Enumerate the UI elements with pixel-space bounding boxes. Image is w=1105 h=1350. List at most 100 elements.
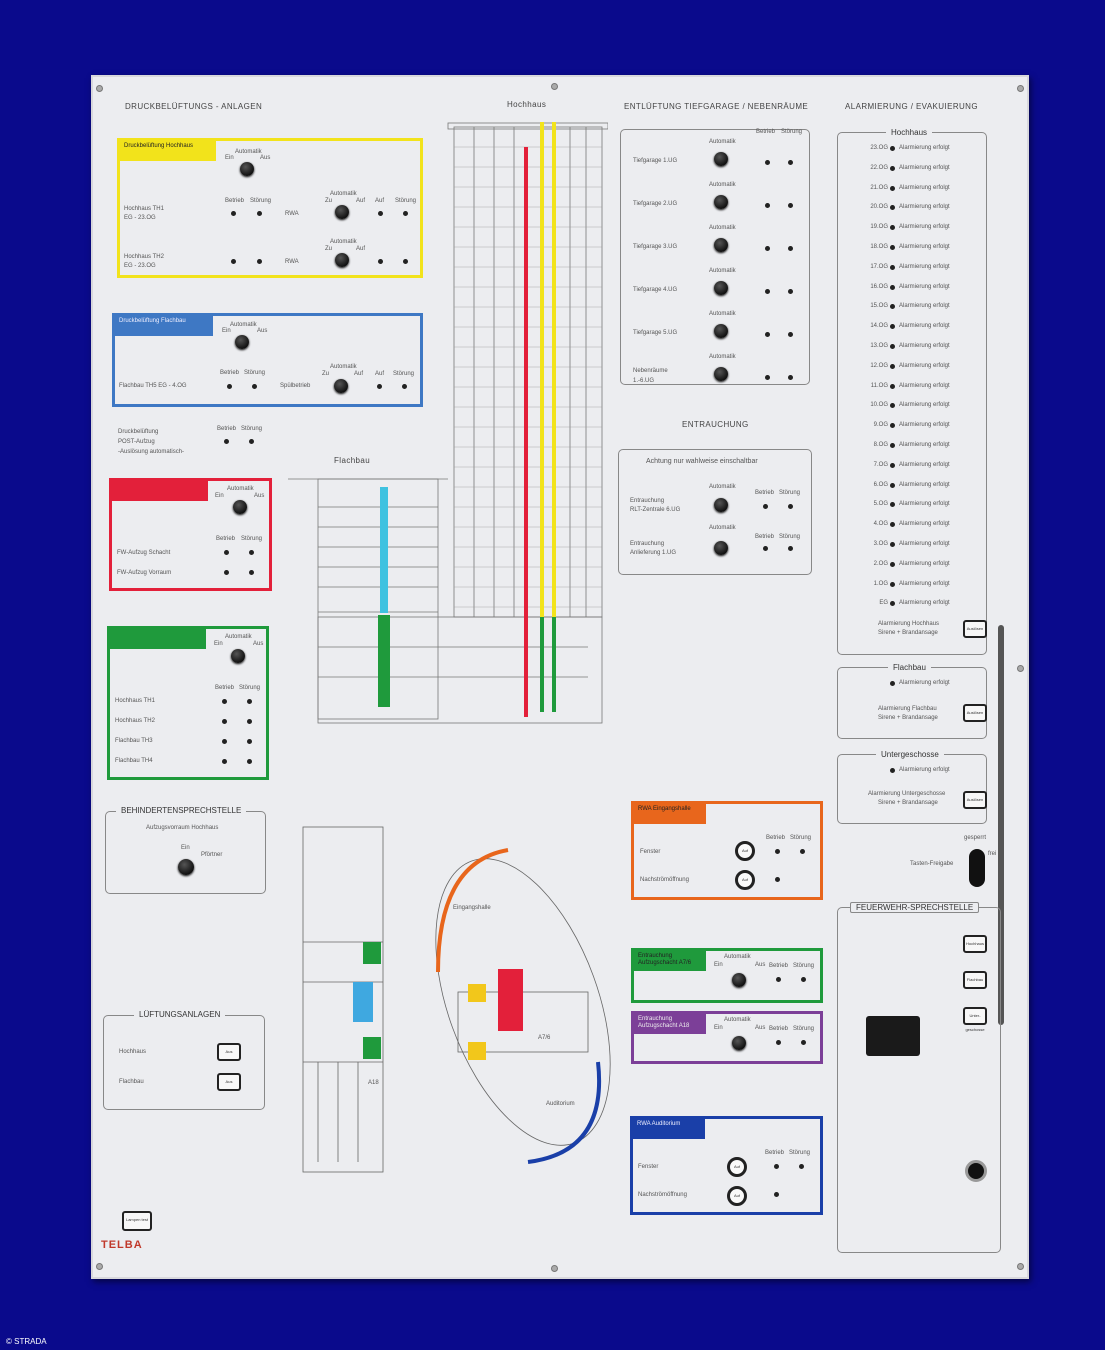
led-betrieb — [224, 570, 229, 575]
alarm-flachbau-box: Flachbau Alarmierung erfolgt Alarmierung… — [837, 663, 987, 739]
heading-hochhaus: Hochhaus — [507, 100, 547, 109]
entrauchung-box: Achtung nur wahlweise einschaltbar Autom… — [618, 449, 812, 575]
alarm-status-text: Alarmierung erfolgt — [899, 244, 950, 250]
entrauchung-anlieferung-selector[interactable] — [714, 541, 728, 555]
alarm-flachbau-title: Flachbau — [888, 663, 931, 672]
rwa-audi-nachstroem-button[interactable]: Auf — [727, 1186, 747, 1206]
behinderten-box: BEHINDERTENSPRECHSTELLE Aufzugsvorraum H… — [105, 806, 266, 894]
tg1-selector[interactable] — [714, 152, 728, 166]
shaft-yellow — [540, 122, 544, 617]
druck-hochhaus-selector[interactable] — [240, 162, 254, 176]
druck-flachbau-box: Druckbelüftung Flachbau Automatik Ein Au… — [112, 313, 423, 407]
handset-holder[interactable] — [866, 1016, 920, 1056]
feuerwehr-flachbau-button[interactable]: Flachbau — [963, 971, 987, 989]
feuerwehr-hochhaus-button[interactable]: Hochhaus — [963, 935, 987, 953]
spuel-selector[interactable] — [334, 379, 348, 393]
led-auf — [377, 384, 382, 389]
tg3-selector[interactable] — [714, 238, 728, 252]
alarm-status-text: Alarmierung erfolgt — [899, 145, 950, 151]
alarm-flachbau-button[interactable]: Auslösen — [963, 704, 987, 722]
alarm-status-text: Alarmierung erfolgt — [899, 323, 950, 330]
entrauchung-rlt-selector[interactable] — [714, 498, 728, 512]
led-stoerung — [257, 211, 262, 216]
rwa-eingang-nachstroem-button[interactable]: Auf — [735, 870, 755, 890]
behinderten-selector[interactable] — [178, 859, 194, 875]
led-betrieb — [765, 332, 770, 337]
led-stoerung — [249, 550, 254, 555]
alarm-floor-label: 19.OG — [870, 224, 888, 231]
alarm-status-text: Alarmierung erfolgt — [899, 303, 950, 310]
alarm-floor-label: 1.OG — [873, 580, 888, 587]
tg4-selector[interactable] — [714, 281, 728, 295]
druck-hochhaus-title: Druckbelüftung Hochhaus — [120, 141, 216, 161]
alarm-floor-label: 7.OG — [873, 461, 888, 468]
a18-selector[interactable] — [732, 1036, 746, 1050]
tg5-selector[interactable] — [714, 324, 728, 338]
plan-zone-yellow — [468, 1042, 486, 1060]
alarm-floor-label: 23.OG — [870, 145, 888, 151]
led-stoerung — [247, 719, 252, 724]
alarm-floor-label: 17.OG — [870, 263, 888, 270]
alarm-floor-label: 6.OG — [873, 481, 888, 488]
control-panel: DRUCKBELÜFTUNGS - ANLAGEN Hochhaus ENTLÜ… — [91, 75, 1029, 1279]
led-stoerung — [249, 570, 254, 575]
alarm-floor-label: 11.OG — [870, 382, 888, 389]
building-section-drawing — [288, 122, 608, 724]
alarm-status-text: Alarmierung erfolgt — [899, 402, 950, 409]
alarm-hochhaus-button[interactable]: Auslösen — [963, 620, 987, 638]
alarm-status-text: Alarmierung erfolgt — [899, 224, 950, 231]
key-switch[interactable] — [969, 849, 985, 887]
led-stoerung — [403, 259, 408, 264]
alarm-ug-button[interactable]: Auslösen — [963, 791, 987, 809]
druck-flachbau-selector[interactable] — [235, 335, 249, 349]
lueftung-flachbau-button[interactable]: Aus — [217, 1073, 241, 1091]
led-stoerung — [247, 739, 252, 744]
copyright: © STRADA — [6, 1337, 47, 1346]
alarm-floor-label: 20.OG — [870, 204, 888, 211]
led-stoerung — [788, 504, 793, 509]
alarm-floor-label: EG — [879, 600, 888, 607]
lamp-test-button[interactable]: Lampen test — [122, 1211, 152, 1231]
rwa-eingang-fenster-button[interactable]: Auf — [735, 841, 755, 861]
a76-selector[interactable] — [732, 973, 746, 987]
fw-aufzug-selector[interactable] — [233, 500, 247, 514]
lueftung-hochhaus-button[interactable]: Aus — [217, 1043, 241, 1061]
led-betrieb — [775, 849, 780, 854]
led-alarm — [890, 304, 895, 310]
led-betrieb — [227, 384, 232, 389]
plan-zone-yellow — [468, 984, 486, 1002]
led-alarm — [890, 561, 895, 567]
nebenraeume-selector[interactable] — [714, 367, 728, 381]
alarm-floor-label: 3.OG — [873, 541, 888, 547]
shaft-yellow — [552, 122, 556, 617]
alarm-status-text: Alarmierung erfolgt — [899, 461, 950, 468]
led-stoerung — [788, 546, 793, 551]
alarm-floor-label: 12.OG — [870, 362, 888, 369]
alarm-floor-row: 19.OG Alarmierung erfolgt — [838, 220, 988, 236]
screw — [1017, 1263, 1024, 1270]
feuerwehr-ug-button[interactable]: Unter-geschosse — [963, 1007, 987, 1032]
alarm-status-text: Alarmierung erfolgt — [899, 164, 950, 171]
led-betrieb — [222, 739, 227, 744]
alarm-status-text: Alarmierung erfolgt — [899, 600, 950, 607]
led-stoerung — [788, 375, 793, 380]
treppen-selector[interactable] — [231, 649, 245, 663]
led-alarm — [890, 344, 895, 349]
led-betrieb — [765, 160, 770, 165]
rwa1-selector[interactable] — [335, 205, 349, 219]
led-betrieb — [775, 877, 780, 882]
rwa2-selector[interactable] — [335, 253, 349, 267]
alarm-floor-label: 5.OG — [873, 501, 888, 508]
led-betrieb — [222, 699, 227, 704]
led-auf — [378, 259, 383, 264]
led-alarm — [890, 264, 895, 270]
rwa-audi-fenster-button[interactable]: Auf — [727, 1157, 747, 1177]
tg2-selector[interactable] — [714, 195, 728, 209]
led-alarm — [890, 502, 895, 508]
led-stoerung — [800, 849, 805, 854]
